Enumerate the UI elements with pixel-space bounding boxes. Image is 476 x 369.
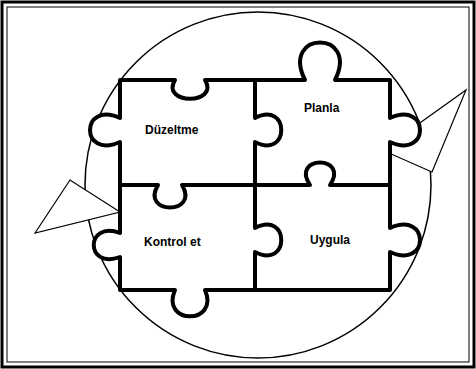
piece-label: Planla	[304, 101, 339, 115]
puzzle-piece: Planla	[300, 99, 343, 117]
puzzle-piece: Kontrol et	[140, 233, 205, 251]
piece-label: Uygula	[310, 233, 350, 247]
cycle-circle	[85, 12, 431, 358]
direction-triangle	[35, 180, 120, 233]
puzzle-piece: Düzeltme	[141, 121, 202, 139]
puzzle-outline	[90, 43, 420, 317]
puzzle-piece: Uygula	[306, 231, 354, 249]
piece-label: Kontrol et	[144, 235, 201, 249]
inner-frame	[7, 7, 469, 362]
piece-label: Düzeltme	[145, 123, 198, 137]
puzzle-seam	[120, 163, 390, 208]
